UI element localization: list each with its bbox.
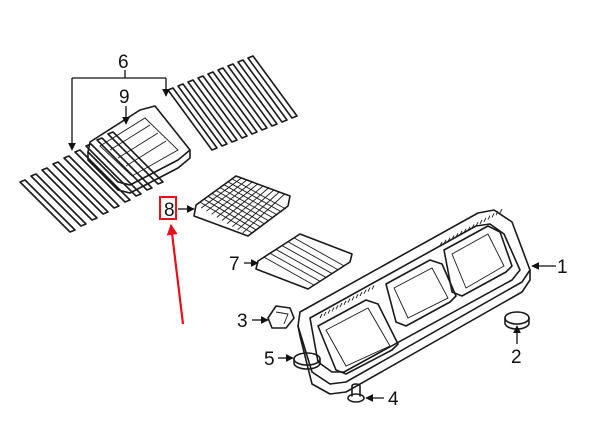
callout-4: 4 [388, 389, 399, 410]
callout-1: 1 [557, 257, 568, 278]
callout-3: 3 [237, 311, 248, 332]
louver-strips-left [19, 131, 164, 233]
callout-8: 8 [164, 200, 175, 221]
louver-strips-right [167, 55, 298, 151]
highlight-box [159, 196, 177, 220]
callout-9: 9 [119, 87, 130, 108]
round-pad-part [293, 352, 321, 370]
leader-lines [68, 70, 556, 402]
callout-5: 5 [264, 349, 275, 370]
slotted-grille-panel [255, 233, 353, 290]
callout-6: 6 [118, 52, 129, 73]
grille-frame-bezel [87, 105, 191, 194]
callout-2: 2 [511, 347, 522, 368]
clip-part [267, 305, 295, 329]
mesh-grille-panel [193, 175, 291, 237]
overhead-console-housing [297, 208, 531, 395]
push-pin-part [347, 383, 365, 403]
callout-7: 7 [229, 254, 240, 275]
highlight-arrow [166, 223, 185, 325]
